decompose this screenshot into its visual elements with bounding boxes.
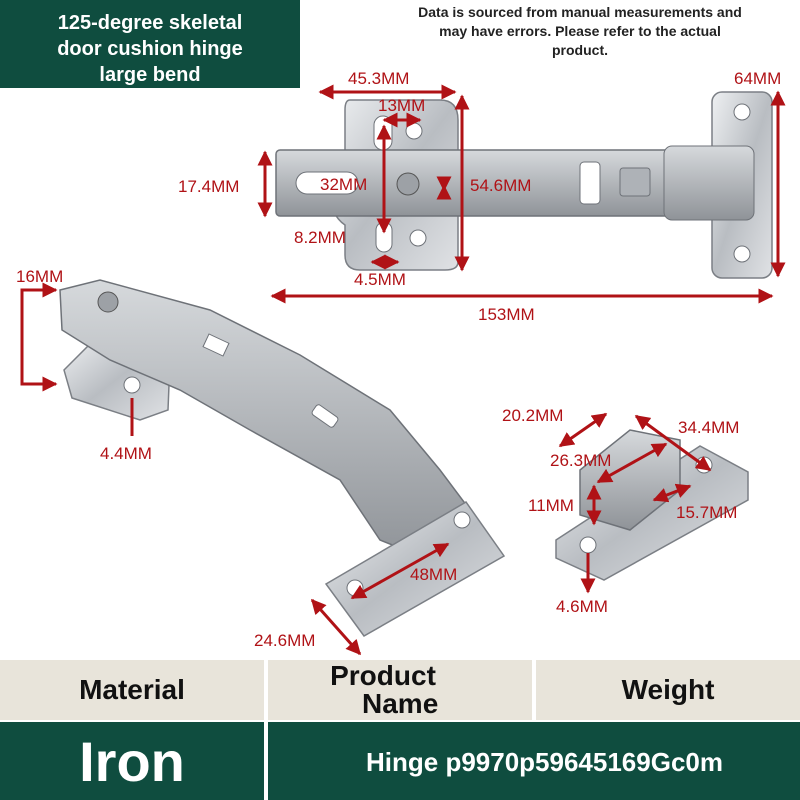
door-plate-hole-right (453, 511, 471, 529)
dim-label-base-offset: 15.7MM (676, 503, 737, 522)
dim-label-plate-height: 54.6MM (470, 176, 531, 195)
dim-label-base-hole: 4.6MM (556, 597, 608, 616)
dim-label-base-height: 11MM (528, 496, 574, 515)
base-hole (123, 376, 141, 394)
table-header-band: Material Product Name Weight (0, 660, 800, 720)
dim-line-plate-length (350, 542, 450, 600)
dim-label-side-depth: 16MM (16, 267, 63, 286)
adjust-screw-large (97, 291, 119, 313)
title-line-3: large bend (99, 64, 201, 86)
value-material: Iron (79, 730, 185, 793)
dim-line-base-offset (652, 483, 692, 503)
hinge-diagram: 153MM 45.3MM 54.6MM 64MM 17.4MM 32MM 13M… (16, 69, 786, 656)
header-material: Material (79, 674, 185, 705)
cup-hole-bottom (733, 245, 751, 263)
dim-label-base-inner: 26.3MM (550, 451, 611, 470)
cup-window (202, 333, 230, 357)
dim-label-plate-depth: 24.6MM (254, 631, 315, 650)
dim-label-base-width: 20.2MM (502, 406, 563, 425)
arm-tab (619, 167, 651, 197)
dim-label-arm-height: 17.4MM (178, 177, 239, 196)
dim-line-base-length (634, 414, 712, 472)
dim-label-slot-height: 8.2MM (294, 228, 346, 247)
disclaimer-line-2: may have errors. Please refer to the act… (439, 23, 721, 39)
dim-label-base-length: 34.4MM (678, 418, 739, 437)
header-product-name-line-1: Product (330, 660, 436, 691)
value-product-name: Hinge p9970p59645169Gc0m (366, 747, 723, 777)
dim-line-side-depth (20, 282, 58, 392)
dimension-lines (20, 84, 786, 656)
dim-line-plate-depth (310, 598, 362, 656)
dim-label-hole-spacing: 13MM (378, 96, 425, 115)
value-divider-1 (264, 722, 268, 800)
header-cell-material (0, 660, 264, 720)
dim-label-plate-length: 48MM (410, 565, 457, 584)
dim-label-slot-length: 32MM (320, 175, 367, 194)
header-cell-weight (536, 660, 800, 720)
base-plate-hole-left (579, 536, 597, 554)
title-banner: 125-degree skeletal door cushion hinge l… (0, 0, 300, 88)
dim-label-screw-hole: 4.4MM (100, 444, 152, 463)
hole-bottom (409, 229, 427, 247)
dim-label-slot-width: 4.5MM (354, 270, 406, 289)
arm-window (579, 161, 601, 205)
dim-label-cup-width: 64MM (734, 69, 781, 88)
dim-line-base-inner (596, 442, 668, 484)
table-value-band: Iron Hinge p9970p59645169Gc0m (0, 722, 800, 800)
header-product-name: Product Name (268, 662, 498, 718)
cup-knuckle (663, 145, 755, 221)
header-weight: Weight (621, 674, 715, 705)
title-line-1: 125-degree skeletal (57, 12, 243, 34)
adjust-screw (396, 172, 420, 196)
cup-arm (59, 279, 471, 561)
dim-label-total-length: 153MM (478, 305, 535, 324)
title-line-2: door cushion hinge (57, 38, 243, 60)
disclaimer-line-3: product. (552, 42, 608, 58)
header-cell-product-name (268, 660, 532, 720)
dim-label-plate-width: 45.3MM (348, 69, 409, 88)
dim-line-base-width (558, 412, 608, 448)
slot-long (295, 171, 359, 195)
disclaimer-line-1: Data is sourced from manual measurements… (418, 4, 742, 20)
cup-hole-top (733, 103, 751, 121)
header-product-name-line-2: Name (362, 688, 439, 719)
dimension-labels: 153MM 45.3MM 54.6MM 64MM 17.4MM 32MM 13M… (16, 69, 781, 650)
arm-slot (311, 404, 339, 428)
hole-top (405, 122, 423, 140)
